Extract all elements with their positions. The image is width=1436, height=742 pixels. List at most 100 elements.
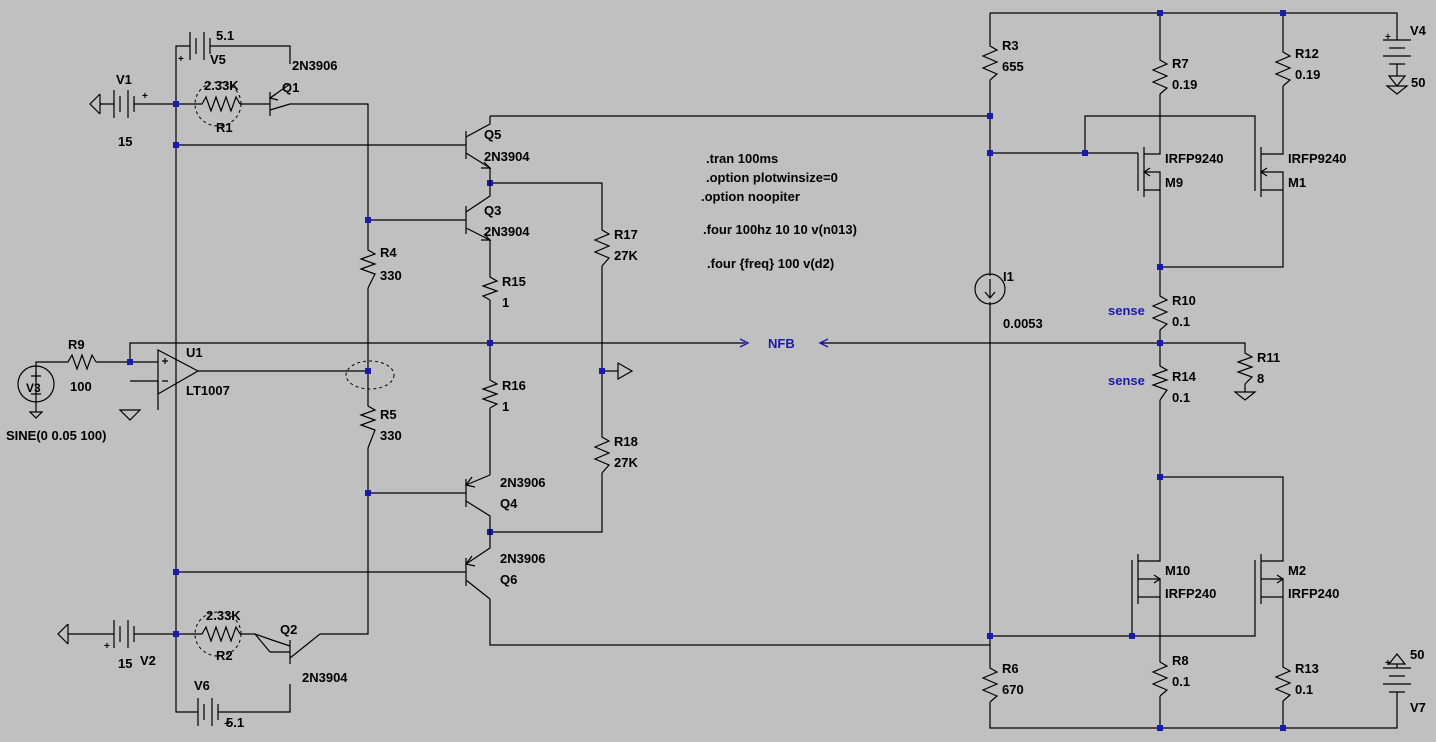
battery-v5[interactable] [186,32,218,60]
r12-name: R12 [1295,46,1319,61]
r14-value: 0.1 [1172,390,1190,405]
resistor-r12[interactable] [1274,44,1292,87]
v4-name: V4 [1410,23,1427,38]
resistor-r7[interactable] [1151,52,1169,95]
v1-name: V1 [116,72,132,87]
v2-name: V2 [140,653,156,668]
transistor-q1[interactable] [262,83,310,116]
resistor-r16[interactable] [481,374,499,409]
polarity-marks: + + + + + + [104,32,1391,730]
resistor-r10[interactable] [1151,288,1169,331]
svg-text:+: + [224,719,230,730]
resistor-r2[interactable] [194,611,242,657]
resistor-r13[interactable] [1274,659,1292,702]
r13-name: R13 [1295,661,1319,676]
r14-name: R14 [1172,369,1197,384]
directive-tran: .tran 100ms [706,151,778,166]
wires [35,12,1398,729]
r15-name: R15 [502,274,526,289]
v3-value: SINE(0 0.05 100) [6,428,106,443]
q2-name: Q2 [280,622,297,637]
net-labels: NFB sense sense [768,303,1145,388]
r17-value: 27K [614,248,638,263]
resistor-r15[interactable] [481,270,499,301]
r18-value: 27K [614,455,638,470]
r9-value: 100 [70,379,92,394]
battery-v6[interactable] [192,698,228,726]
m1-name: M1 [1288,175,1306,190]
r11-name: R11 [1257,350,1280,365]
r10-name: R10 [1172,293,1196,308]
r7-value: 0.19 [1172,77,1197,92]
mosfet-m10[interactable] [1131,554,1162,610]
transistor-q4[interactable] [460,474,491,532]
r6-value: 670 [1002,682,1024,697]
resistor-r3[interactable] [981,38,999,81]
r9-name: R9 [68,337,85,352]
v5-value: 5.1 [216,28,234,43]
m9-value: IRFP9240 [1165,151,1224,166]
transistor-q5[interactable] [460,116,492,183]
resistor-r8[interactable] [1151,654,1169,697]
net-label-sense-bottom: sense [1108,373,1145,388]
r17-name: R17 [614,227,638,242]
spice-directives: .tran 100ms .option plotwinsize=0 .optio… [701,151,857,271]
r3-name: R3 [1002,38,1019,53]
resistor-r17[interactable] [593,222,611,267]
battery-v2[interactable] [57,620,138,648]
q2-value: 2N3904 [302,670,348,685]
resistor-r9[interactable] [62,353,97,371]
transistor-q3[interactable] [460,183,492,241]
u1-value: LT1007 [186,383,230,398]
resistor-r5[interactable] [359,400,377,449]
resistor-r18[interactable] [593,429,611,474]
r16-name: R16 [502,378,526,393]
mosfet-m9[interactable] [1137,145,1161,199]
transistor-q6[interactable] [460,532,491,600]
q3-name: Q3 [484,203,501,218]
battery-v1[interactable] [89,90,142,118]
svg-text:+: + [104,641,110,652]
probe-marker [345,360,395,390]
v1-value: 15 [118,134,132,149]
mosfet-m2[interactable] [1254,554,1285,610]
q5-value: 2N3904 [484,149,530,164]
voltage-source-v3[interactable] [17,365,55,419]
m2-name: M2 [1288,563,1306,578]
q4-value: 2N3906 [500,475,546,490]
m10-name: M10 [1165,563,1190,578]
v7-name: V7 [1410,700,1426,715]
r15-value: 1 [502,295,509,310]
battery-v4[interactable] [1383,30,1411,87]
net-label-sense-top: sense [1108,303,1145,318]
resistor-r14[interactable] [1151,360,1169,401]
mosfet-m1[interactable] [1254,145,1284,199]
r7-name: R7 [1172,56,1189,71]
directive-four-2: .four {freq} 100 v(d2) [707,256,834,271]
v2-value: 15 [118,656,132,671]
r10-value: 0.1 [1172,314,1190,329]
v7-value: 50 [1410,647,1424,662]
q1-value: 2N3906 [292,58,338,73]
r5-name: R5 [380,407,397,422]
svg-text:+: + [1385,658,1391,669]
battery-v7[interactable] [1383,653,1411,712]
opamp-u1[interactable] [157,349,200,396]
net-label-nfb: NFB [768,336,795,351]
resistor-r4[interactable] [359,244,377,289]
resistor-r11[interactable] [1236,347,1254,385]
resistor-r6[interactable] [981,660,999,703]
m10-value: IRFP240 [1165,586,1216,601]
r6-name: R6 [1002,661,1019,676]
svg-text:+: + [178,54,184,65]
r2-name: R2 [216,648,233,663]
ground-icon [617,361,634,381]
directive-plotwinsize: .option plotwinsize=0 [706,170,838,185]
ground-icon [118,409,142,421]
q6-value: 2N3906 [500,551,546,566]
current-source-i1[interactable] [974,273,1006,305]
r2-value: 2.33K [206,608,241,623]
resistor-r1[interactable] [194,81,242,127]
transistor-q2[interactable] [254,633,321,664]
